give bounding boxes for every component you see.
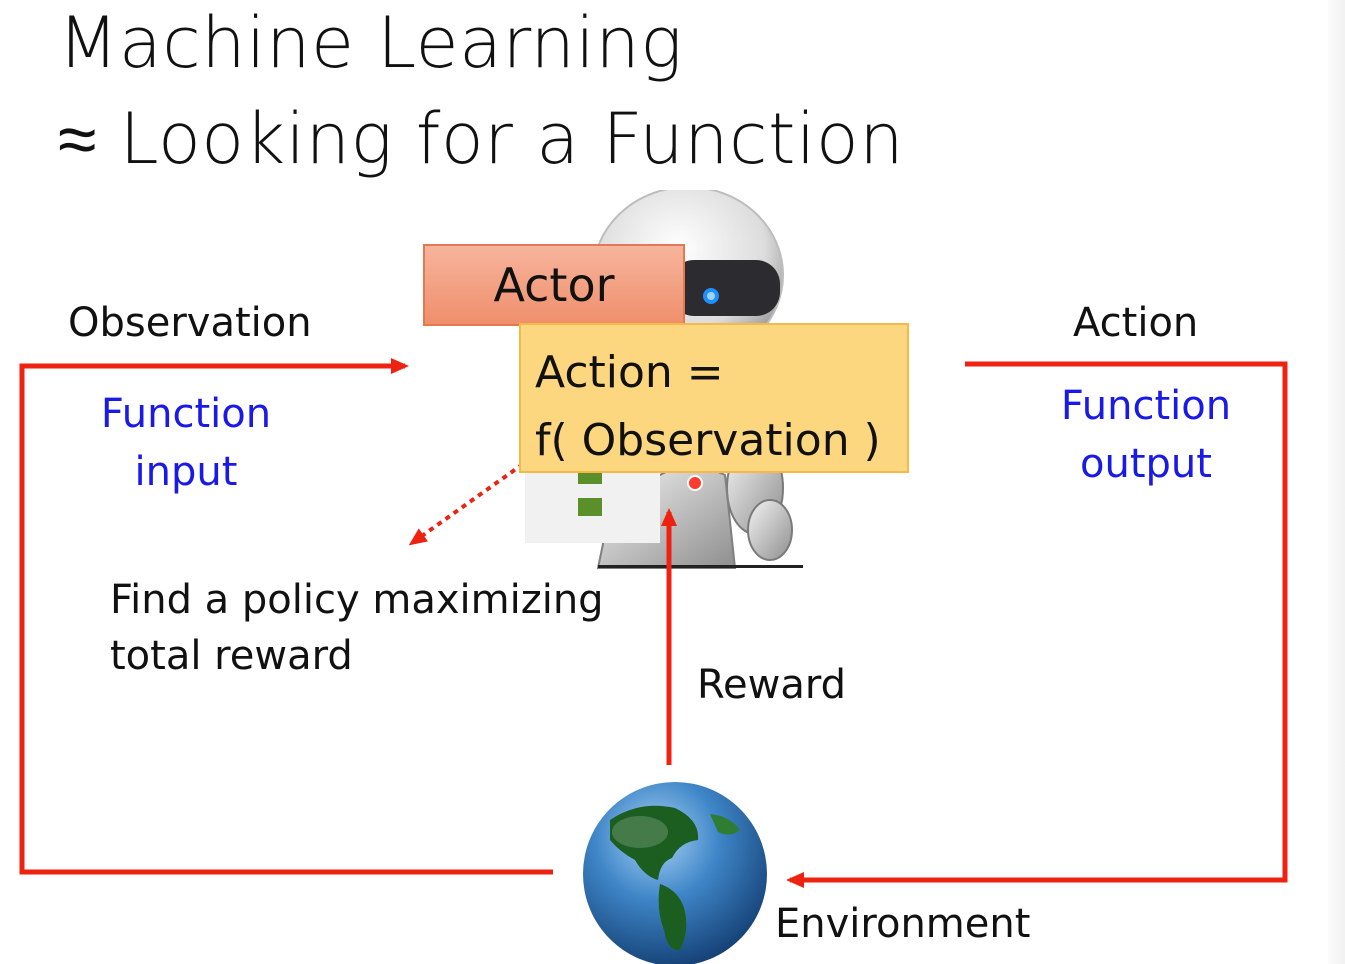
policy-text-line2: total reward [110, 633, 353, 679]
policy-text-line1: Find a policy maximizing [110, 577, 604, 623]
slide-edge [1328, 0, 1345, 964]
function-line2: f( Observation ) [535, 415, 881, 466]
function-input-line1: Function [100, 391, 272, 437]
environment-label: Environment [775, 901, 1031, 947]
observation-label: Observation [68, 300, 312, 346]
slide-title-line2: ≈ Looking for a Function [58, 98, 905, 180]
actor-box: Actor [423, 244, 685, 326]
actor-label: Actor [493, 258, 615, 312]
function-box: Action = f( Observation ) [519, 323, 909, 473]
function-output-line2: output [1080, 441, 1212, 487]
reward-label: Reward [697, 662, 846, 708]
action-arrow [786, 361, 1288, 888]
slide-title-line1: Machine Learning [58, 2, 683, 84]
observation-arrow [19, 358, 553, 875]
function-input-line2: input [134, 449, 238, 495]
earth-globe-icon [583, 782, 767, 964]
function-line1: Action = [535, 347, 724, 398]
function-output-line1: Function [1060, 383, 1232, 429]
policy-dotted-arrow [408, 462, 525, 546]
action-label: Action [1073, 300, 1199, 346]
